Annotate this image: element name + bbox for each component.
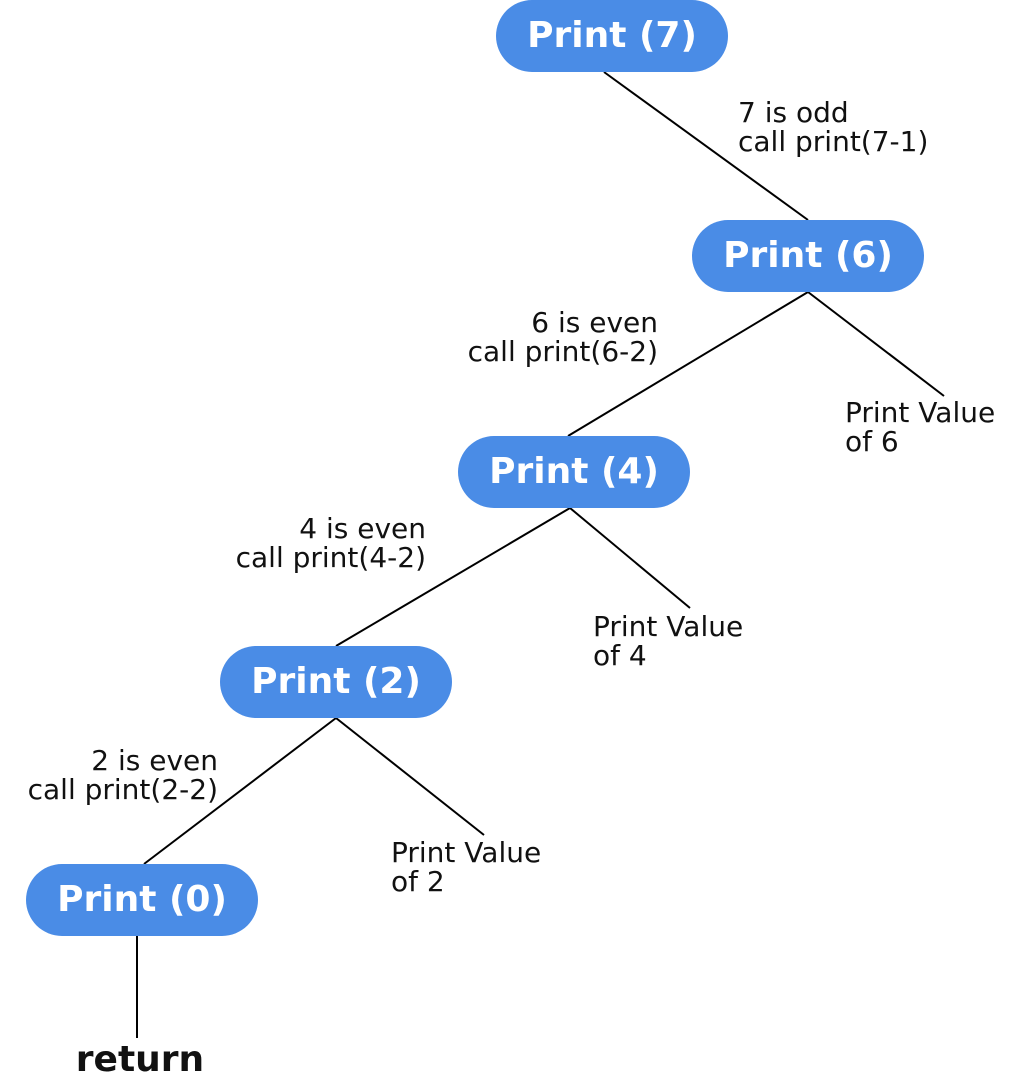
edge-label-2-line1: 2 is even xyxy=(91,744,218,777)
node-print-0: Print (0) xyxy=(26,864,258,936)
node-print-6: Print (6) xyxy=(692,220,924,292)
edge-label-2-line2: call print(2-2) xyxy=(27,773,218,806)
edge-6-to-4 xyxy=(567,291,809,437)
leaf-value-4-line1: Print Value xyxy=(593,610,744,643)
edge-label-6-line2: call print(6-2) xyxy=(467,335,658,368)
leaf-print-value-2: Print Value of 2 xyxy=(391,838,541,896)
edge-label-7-line1: 7 is odd xyxy=(738,96,849,129)
edge-label-4-line2: call print(4-2) xyxy=(235,541,426,574)
edge-label-7-line2: call print(7-1) xyxy=(738,125,929,158)
edge-7-to-6 xyxy=(603,71,809,221)
leaf-value-4-line2: of 4 xyxy=(593,639,647,672)
leaf-value-6-line2: of 6 xyxy=(845,425,899,458)
edge-label-6-line1: 6 is even xyxy=(531,306,658,339)
node-print-2: Print (2) xyxy=(220,646,452,718)
edge-4-to-value4 xyxy=(569,507,691,609)
return-terminal: return xyxy=(75,1039,205,1080)
leaf-value-2-line2: of 2 xyxy=(391,865,445,898)
leaf-value-2-line1: Print Value xyxy=(391,836,542,869)
edge-2-to-0 xyxy=(143,717,337,865)
edge-label-4-even: 4 is even call print(4-2) xyxy=(168,514,426,572)
edge-label-2-even: 2 is even call print(2-2) xyxy=(0,746,218,804)
edge-2-to-value2 xyxy=(335,717,485,836)
node-print-7: Print (7) xyxy=(496,0,728,72)
edge-label-6-even: 6 is even call print(6-2) xyxy=(400,308,658,366)
leaf-value-6-line1: Print Value xyxy=(845,396,996,429)
edge-label-7-odd: 7 is odd call print(7-1) xyxy=(738,98,928,156)
leaf-print-value-6: Print Value of 6 xyxy=(845,398,995,456)
leaf-print-value-4: Print Value of 4 xyxy=(593,612,743,670)
edge-4-to-2 xyxy=(335,507,571,647)
node-print-4: Print (4) xyxy=(458,436,690,508)
edge-6-to-value6 xyxy=(807,291,945,397)
edge-label-4-line1: 4 is even xyxy=(299,512,426,545)
